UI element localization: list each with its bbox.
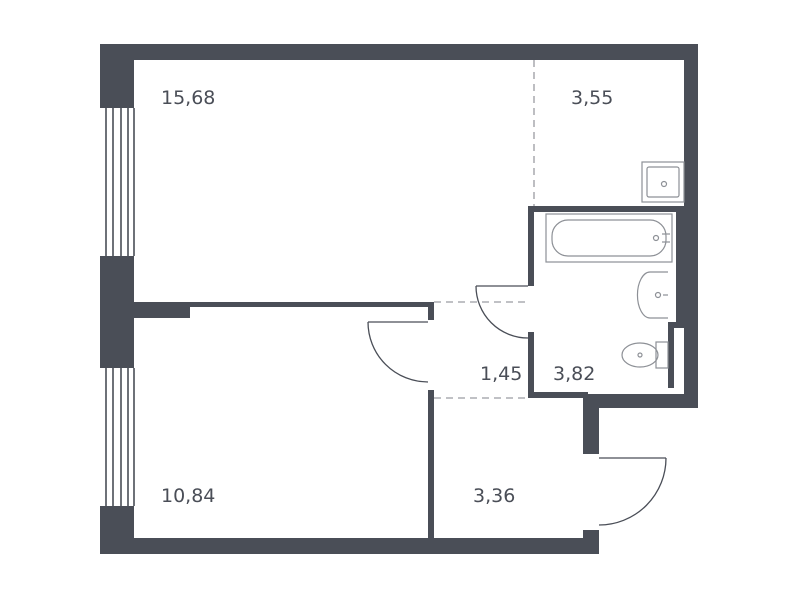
room-labels: 15,68 3,55 1,45 3,82 10,84 3,36 <box>161 87 613 507</box>
wall-bathroom-inner-step <box>668 322 684 328</box>
fixtures <box>545 161 685 369</box>
doors <box>367 285 667 526</box>
sink-icon <box>641 161 685 203</box>
wall-bathroom-top <box>528 206 692 212</box>
wall-right <box>684 44 698 408</box>
interior-walls <box>134 206 692 540</box>
window-bottom <box>105 368 135 506</box>
toilet-icon <box>621 341 669 369</box>
wall-top <box>100 44 698 60</box>
washbasin-icon <box>636 271 668 319</box>
area-label-bedroom: 10,84 <box>161 485 215 507</box>
wall-bathroom-inner-step2 <box>668 322 674 388</box>
area-label-kitchen: 3,55 <box>571 87 613 109</box>
area-label-entrance: 3,36 <box>473 485 515 507</box>
wall-partition-stub <box>134 302 190 318</box>
wall-bathroom-left-upper <box>528 206 534 286</box>
wall-bathroom-left-lower <box>528 332 534 398</box>
door-bathroom <box>475 285 529 339</box>
window-top <box>105 108 135 256</box>
wall-partition <box>190 302 428 307</box>
windows <box>105 108 135 506</box>
zone-dividers <box>434 60 535 399</box>
wall-left-bottom <box>100 506 134 554</box>
wall-left-middle <box>100 256 134 368</box>
door-bedroom <box>367 321 429 383</box>
wall-entrance-side <box>583 394 599 454</box>
area-label-hallway: 1,45 <box>480 363 522 385</box>
wall-bottom-stub <box>583 530 599 554</box>
door-entrance <box>598 457 667 526</box>
wall-bottom <box>100 538 598 554</box>
wall-bedroom-door-jamb <box>428 302 434 320</box>
wall-bedroom-entrance <box>428 390 434 540</box>
area-label-living-room: 15,68 <box>161 87 215 109</box>
wall-bathroom-bottom <box>583 394 698 408</box>
area-label-bathroom: 3,82 <box>553 363 595 385</box>
wall-bathroom-bottom-inner <box>528 392 588 398</box>
wall-bathroom-inner-right <box>676 206 684 328</box>
wall-left-top <box>100 44 134 108</box>
outer-walls <box>100 44 698 554</box>
bathtub-icon <box>545 213 673 263</box>
